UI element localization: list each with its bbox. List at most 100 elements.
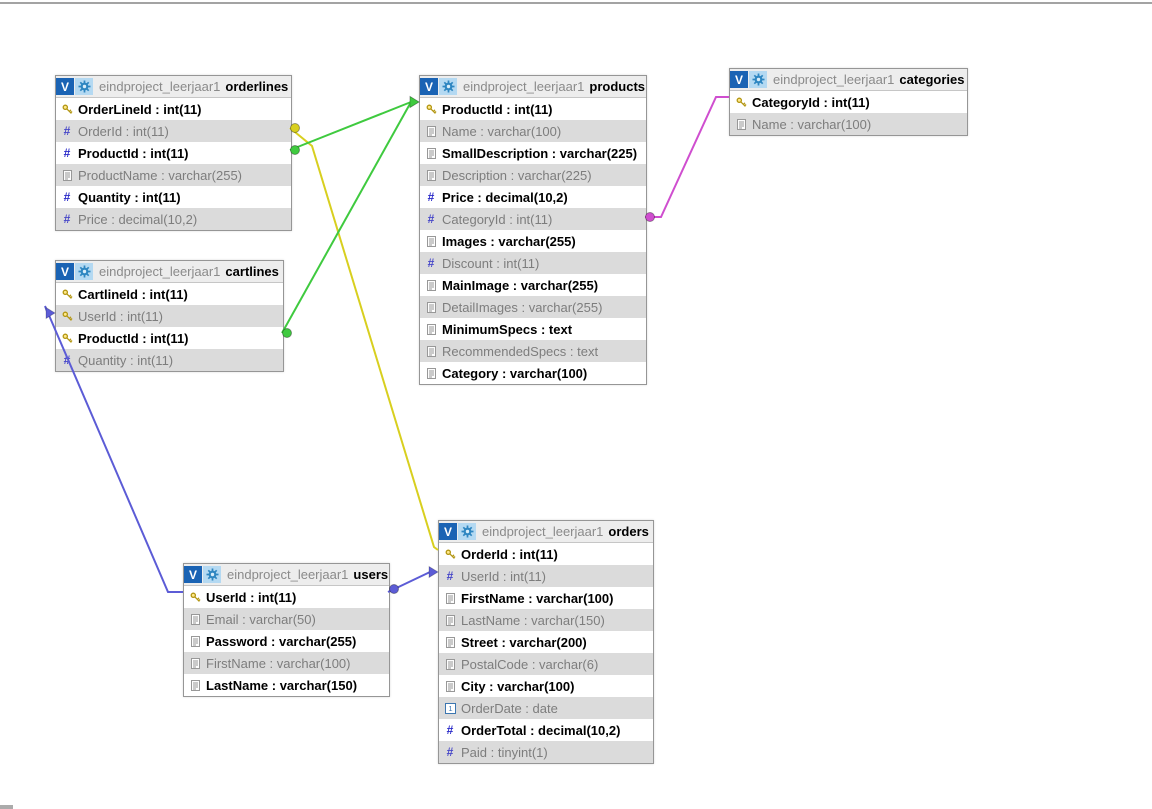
field-row-products-Description[interactable]: Description : varchar(225) [420, 164, 646, 186]
structure-icon[interactable]: V [439, 523, 457, 540]
field-row-cartlines-CartlineId[interactable]: CartlineId : int(11) [56, 283, 283, 305]
field-label: LastName : varchar(150) [206, 677, 358, 693]
field-row-orderlines-OrderLineId[interactable]: OrderLineId : int(11) [56, 98, 291, 120]
field-label: FirstName : varchar(100) [461, 590, 614, 606]
options-gear-icon[interactable] [203, 566, 221, 583]
field-row-orderlines-ProductId[interactable]: #ProductId : int(11) [56, 142, 291, 164]
field-row-orderlines-ProductName[interactable]: ProductName : varchar(255) [56, 164, 291, 186]
table-name: cartlines [225, 264, 279, 279]
field-row-categories-CategoryId[interactable]: CategoryId : int(11) [730, 91, 967, 113]
text-field-icon [443, 680, 457, 692]
text-field-icon [424, 367, 438, 379]
field-row-orders-Street[interactable]: Street : varchar(200) [439, 631, 653, 653]
options-gear-icon[interactable] [439, 78, 457, 95]
schema-name: eindproject_leerjaar1 [773, 72, 895, 87]
options-gear-icon[interactable] [458, 523, 476, 540]
field-row-users-Password[interactable]: Password : varchar(255) [184, 630, 389, 652]
relation-arrowhead [409, 95, 420, 109]
field-label: UserId : int(11) [78, 308, 164, 324]
text-field-icon [424, 301, 438, 313]
field-row-products-Price[interactable]: #Price : decimal(10,2) [420, 186, 646, 208]
field-row-orderlines-Price[interactable]: #Price : decimal(10,2) [56, 208, 291, 230]
field-row-orderlines-Quantity[interactable]: #Quantity : int(11) [56, 186, 291, 208]
field-row-cartlines-Quantity[interactable]: #Quantity : int(11) [56, 349, 283, 371]
numeric-field-icon: # [63, 212, 71, 226]
relation-line-orders.UserId-to-users.UserId [387, 571, 431, 593]
field-row-orders-UserId[interactable]: #UserId : int(11) [439, 565, 653, 587]
field-label: UserId : int(11) [206, 589, 297, 605]
options-gear-icon[interactable] [75, 78, 93, 95]
relation-line-cartlines.ProductId-to-products.ProductId [281, 101, 412, 334]
field-row-categories-Name[interactable]: Name : varchar(100) [730, 113, 967, 135]
text-field-icon [443, 592, 457, 604]
structure-icon[interactable]: V [56, 263, 74, 280]
structure-icon[interactable]: V [730, 71, 748, 88]
text-field-icon [424, 323, 438, 335]
field-row-cartlines-ProductId[interactable]: ProductId : int(11) [56, 327, 283, 349]
structure-icon[interactable]: V [184, 566, 202, 583]
field-row-products-SmallDescription[interactable]: SmallDescription : varchar(225) [420, 142, 646, 164]
field-row-orders-PostalCode[interactable]: PostalCode : varchar(6) [439, 653, 653, 675]
structure-icon[interactable]: V [56, 78, 74, 95]
field-row-products-Name[interactable]: Name : varchar(100) [420, 120, 646, 142]
text-field-icon [424, 279, 438, 291]
field-row-orders-FirstName[interactable]: FirstName : varchar(100) [439, 587, 653, 609]
field-row-products-Category[interactable]: Category : varchar(100) [420, 362, 646, 384]
field-row-users-LastName[interactable]: LastName : varchar(150) [184, 674, 389, 696]
field-row-products-MinimumSpecs[interactable]: MinimumSpecs : text [420, 318, 646, 340]
text-field-icon [443, 614, 457, 626]
date-field-icon: 1 [443, 702, 457, 714]
text-field-icon [188, 613, 202, 625]
field-row-products-CategoryId[interactable]: #CategoryId : int(11) [420, 208, 646, 230]
field-row-orders-City[interactable]: City : varchar(100) [439, 675, 653, 697]
structure-icon[interactable]: V [420, 78, 438, 95]
field-row-products-ProductId[interactable]: ProductId : int(11) [420, 98, 646, 120]
field-row-products-MainImage[interactable]: MainImage : varchar(255) [420, 274, 646, 296]
field-row-products-Images[interactable]: Images : varchar(255) [420, 230, 646, 252]
field-row-products-RecommendedSpecs[interactable]: RecommendedSpecs : text [420, 340, 646, 362]
field-row-products-DetailImages[interactable]: DetailImages : varchar(255) [420, 296, 646, 318]
field-row-cartlines-UserId[interactable]: UserId : int(11) [56, 305, 283, 327]
numeric-field-icon: # [446, 723, 454, 737]
field-label: Street : varchar(200) [461, 634, 587, 650]
field-row-orders-OrderTotal[interactable]: #OrderTotal : decimal(10,2) [439, 719, 653, 741]
field-label: LastName : varchar(150) [461, 612, 605, 628]
field-row-products-Discount[interactable]: #Discount : int(11) [420, 252, 646, 274]
field-row-users-UserId[interactable]: UserId : int(11) [184, 586, 389, 608]
field-row-orders-Paid[interactable]: #Paid : tinyint(1) [439, 741, 653, 763]
primary-key-icon [424, 104, 438, 115]
field-label: MainImage : varchar(255) [442, 277, 599, 293]
field-label: Images : varchar(255) [442, 233, 576, 249]
field-row-orders-OrderId[interactable]: OrderId : int(11) [439, 543, 653, 565]
field-row-orders-LastName[interactable]: LastName : varchar(150) [439, 609, 653, 631]
field-label: PostalCode : varchar(6) [461, 656, 599, 672]
field-row-users-FirstName[interactable]: FirstName : varchar(100) [184, 652, 389, 674]
options-gear-icon[interactable] [75, 263, 93, 280]
text-field-icon [188, 679, 202, 691]
field-label: FirstName : varchar(100) [206, 655, 351, 671]
field-row-orderlines-OrderId[interactable]: #OrderId : int(11) [56, 120, 291, 142]
field-row-users-Email[interactable]: Email : varchar(50) [184, 608, 389, 630]
field-label: Quantity : int(11) [78, 352, 174, 368]
schema-name: eindproject_leerjaar1 [227, 567, 349, 582]
text-field-icon [424, 345, 438, 357]
relation-arrowhead [409, 95, 420, 109]
options-gear-icon[interactable] [749, 71, 767, 88]
field-label: ProductId : int(11) [78, 330, 189, 346]
field-label: MinimumSpecs : text [442, 321, 573, 337]
field-label: OrderLineId : int(11) [78, 101, 202, 117]
